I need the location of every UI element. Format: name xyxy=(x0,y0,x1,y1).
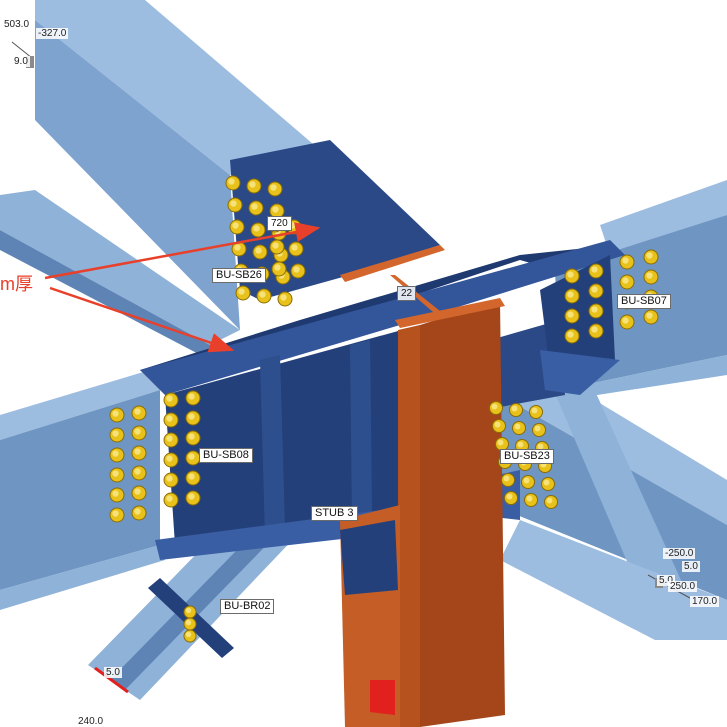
bolt-group-sb23 xyxy=(489,401,558,509)
bolt-highlight xyxy=(253,225,260,232)
bolt-highlight xyxy=(185,631,192,638)
member-label-sb08[interactable]: BU-SB08 xyxy=(199,448,253,463)
bolt-highlight xyxy=(230,200,237,207)
bolt-highlight xyxy=(188,453,195,460)
column-stub xyxy=(340,245,505,727)
bolt-highlight xyxy=(228,178,235,185)
bolt-highlight xyxy=(166,395,173,402)
bolt-highlight xyxy=(526,495,533,502)
bolt-highlight xyxy=(134,408,141,415)
thickness-note: m厚 xyxy=(0,274,33,294)
bolt-highlight xyxy=(112,490,119,497)
bolt-highlight xyxy=(567,291,574,298)
plate-dimension-720[interactable]: 720 xyxy=(267,216,292,231)
bolt-highlight xyxy=(567,271,574,278)
bolt-highlight xyxy=(537,443,544,450)
bolt-highlight xyxy=(591,286,598,293)
bolt-highlight xyxy=(531,407,538,414)
bolt-group-br02 xyxy=(183,605,197,643)
bolt-highlight xyxy=(166,495,173,502)
member-label-br02[interactable]: BU-BR02 xyxy=(220,599,275,614)
bolt-highlight xyxy=(166,455,173,462)
bolt-highlight xyxy=(238,288,245,295)
bolt-highlight xyxy=(134,488,141,495)
bolt-highlight xyxy=(112,450,119,457)
dimension-top-left-a: 503.0 xyxy=(2,19,32,30)
member-label-sb26[interactable]: BU-SB26 xyxy=(212,268,266,283)
dimension-bottom-left-b: 240.0 xyxy=(76,716,106,727)
bolt-highlight xyxy=(251,203,258,210)
bolt-highlight xyxy=(249,181,256,188)
bolt-highlight xyxy=(591,266,598,273)
bolt-highlight xyxy=(491,403,498,410)
bolt-highlight xyxy=(517,441,524,448)
bolt-highlight xyxy=(534,425,541,432)
bolt-highlight xyxy=(112,470,119,477)
bolt-highlight xyxy=(567,331,574,338)
bolt-highlight xyxy=(591,326,598,333)
bolt-highlight xyxy=(134,448,141,455)
bolt-highlight xyxy=(272,206,279,213)
bolt-highlight xyxy=(188,393,195,400)
bolt-highlight xyxy=(188,433,195,440)
bolt-highlight xyxy=(270,184,277,191)
bolt-highlight xyxy=(274,264,281,271)
plate-dimension-22[interactable]: 22 xyxy=(397,286,417,301)
bolt-highlight xyxy=(166,475,173,482)
bolt-highlight xyxy=(188,413,195,420)
member-label-sb23[interactable]: BU-SB23 xyxy=(500,449,554,464)
dimension-right-b: 5.0 xyxy=(682,561,700,572)
bolt-highlight xyxy=(134,508,141,515)
bolt-highlight xyxy=(514,423,521,430)
bolt-highlight xyxy=(622,317,629,324)
bolt-highlight xyxy=(272,242,279,249)
bolt-highlight xyxy=(112,430,119,437)
bolt-highlight xyxy=(646,252,653,259)
bolt-highlight xyxy=(494,421,501,428)
bolt-highlight xyxy=(232,222,239,229)
bolt-group-sb08 xyxy=(109,390,201,523)
bolt-highlight xyxy=(185,619,192,626)
bolt-highlight xyxy=(280,294,287,301)
bolt-highlight xyxy=(622,277,629,284)
bolt-highlight xyxy=(622,257,629,264)
bolt-highlight xyxy=(185,607,192,614)
bolt-highlight xyxy=(188,473,195,480)
member-label-sb07[interactable]: BU-SB07 xyxy=(617,294,671,309)
bolt-highlight xyxy=(497,439,504,446)
bolt-highlight xyxy=(112,410,119,417)
bolt-highlight xyxy=(511,405,518,412)
bolt-highlight xyxy=(293,266,300,273)
dimension-top-left-b: -327.0 xyxy=(36,28,69,39)
bolt-highlight xyxy=(506,493,513,500)
bolt-highlight xyxy=(255,247,262,254)
bolt-highlight xyxy=(646,312,653,319)
bolt-highlight xyxy=(166,415,173,422)
bolt-highlight xyxy=(503,475,510,482)
dimension-right-e: 170.0 xyxy=(690,596,720,607)
bolt-highlight xyxy=(112,510,119,517)
dimension-bottom-left-a: 5.0 xyxy=(104,667,122,678)
bolt-highlight xyxy=(166,435,173,442)
dimension-top-left-c: 9.0 xyxy=(12,56,30,67)
bolt-highlight xyxy=(543,479,550,486)
annotation-arrows xyxy=(44,222,321,353)
dimension-right-d: 250.0 xyxy=(668,581,698,592)
bolt-highlight xyxy=(134,428,141,435)
dimension-right-c: 5.0 xyxy=(657,575,675,586)
bolt-highlight xyxy=(134,468,141,475)
bolt-highlight xyxy=(259,291,266,298)
dimension-right-a: -250.0 xyxy=(663,548,696,559)
bolt-highlight xyxy=(188,493,195,500)
bolt-highlight xyxy=(291,244,298,251)
member-label-stub[interactable]: STUB 3 xyxy=(311,506,358,521)
bolt-highlight xyxy=(234,244,241,251)
bolt-highlight xyxy=(591,306,598,313)
bolt-highlight xyxy=(646,272,653,279)
bolt-highlight xyxy=(523,477,530,484)
bolt-highlight xyxy=(567,311,574,318)
bolt-highlight xyxy=(546,497,553,504)
